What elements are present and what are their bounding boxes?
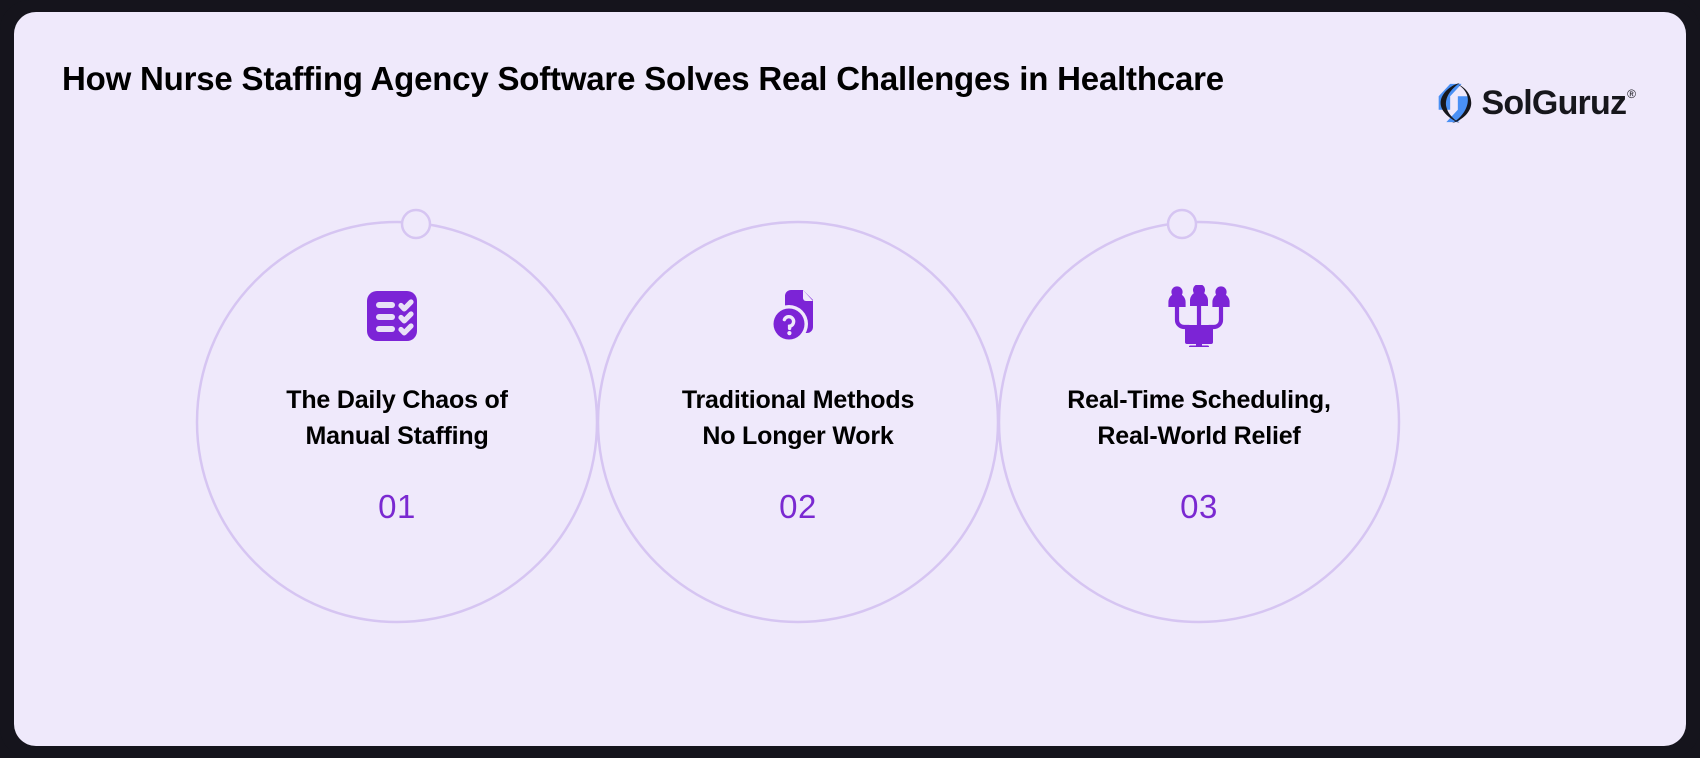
step-card-heading: Real-Time Scheduling, Real-World Relief: [1067, 386, 1331, 450]
steps-section: The Daily Chaos of Manual Staffing 01 Tr…: [14, 207, 1686, 687]
step-card-3[interactable]: Real-Time Scheduling, Real-World Relief …: [1019, 285, 1379, 526]
infographic-panel: How Nurse Staffing Agency Software Solve…: [14, 12, 1686, 746]
document-question-icon: [767, 285, 829, 347]
step-card-2[interactable]: Traditional Methods No Longer Work 02: [618, 285, 978, 526]
page-title: How Nurse Staffing Agency Software Solve…: [62, 60, 1224, 97]
step-card-heading: Traditional Methods No Longer Work: [681, 386, 915, 450]
solguruz-s-mark-icon: [1439, 82, 1472, 124]
step-node-3: [1166, 208, 1198, 240]
step-node-1: [400, 208, 432, 240]
step-card-number: 02: [779, 488, 817, 525]
brand-logo: SolGuruz ®: [1431, 80, 1636, 126]
step-card-heading: The Daily Chaos of Manual Staffing: [286, 386, 508, 450]
step-card-number: 01: [378, 488, 416, 525]
checklist-icon: [366, 285, 428, 347]
header: How Nurse Staffing Agency Software Solve…: [14, 12, 1686, 192]
step-card-number: 03: [1180, 488, 1218, 525]
logo-wordmark: SolGuruz ®: [1481, 86, 1636, 120]
team-monitor-icon: [1163, 285, 1235, 347]
step-card-1[interactable]: The Daily Chaos of Manual Staffing 01: [217, 285, 577, 526]
logo-name: SolGuruz: [1481, 84, 1627, 122]
logo-registered-mark: ®: [1627, 87, 1636, 101]
